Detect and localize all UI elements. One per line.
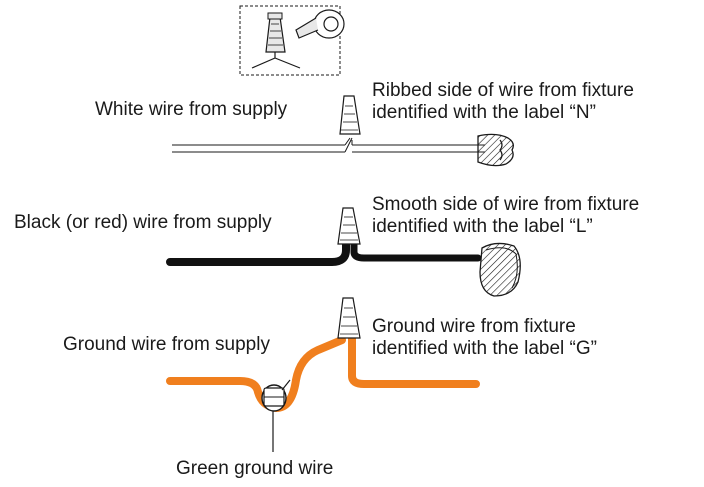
white-wire-fixture-label: Ribbed side of wire from fixture identif… (372, 80, 634, 124)
label-line: identified with the label “G” (372, 338, 597, 359)
electrical-tape-icon (295, 9, 345, 39)
white-wire-connection (172, 95, 514, 167)
green-ground-wire-label: Green ground wire (176, 458, 334, 479)
black-wire-fixture-label: Smooth side of wire from fixture identif… (372, 194, 639, 238)
wire-cross-section-icon (479, 242, 521, 297)
ground-wire-fixture-label: Ground wire from fixture identified with… (372, 316, 597, 360)
label-line: Ground wire from fixture (372, 316, 576, 337)
label-line: identified with the label “N” (372, 102, 596, 123)
tools-inset (239, 5, 345, 76)
black-wire-connection (166, 207, 521, 297)
ground-wire-connection (166, 297, 480, 452)
wire-nut-icon (339, 95, 361, 135)
black-wire-supply-label: Black (or red) wire from supply (14, 212, 272, 233)
wire-nut-icon (337, 207, 361, 245)
white-wire-supply-label: White wire from supply (95, 99, 288, 120)
label-line: Ribbed side of wire from fixture (372, 80, 634, 101)
wire-cross-section-icon (477, 133, 514, 167)
label-line: identified with the label “L” (372, 216, 593, 237)
label-line: Smooth side of wire from fixture (372, 194, 640, 215)
wire-nut-icon (251, 12, 301, 69)
ground-wire-supply-label: Ground wire from supply (63, 334, 270, 355)
ground-screw-icon (261, 379, 291, 452)
wire-nut-icon (337, 297, 361, 339)
